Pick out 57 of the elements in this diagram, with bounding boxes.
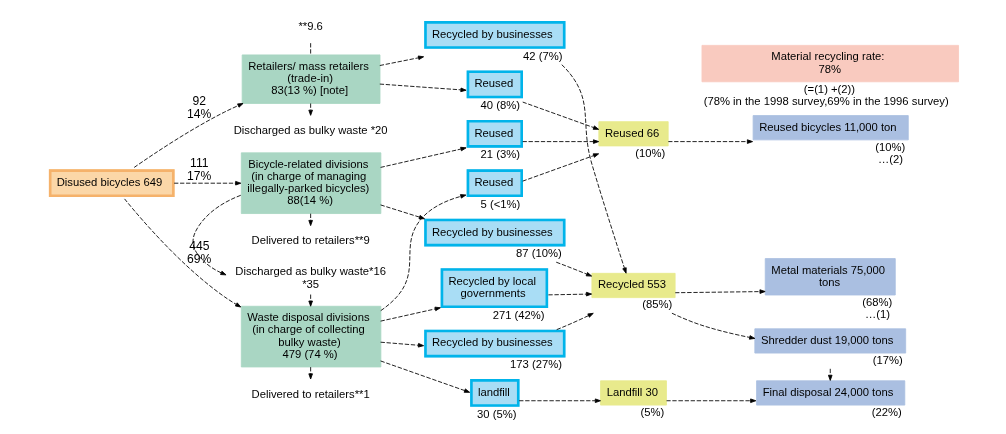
node-text: Delivered to retailers**1 [251, 387, 370, 400]
node-text: **9.6 [297, 20, 323, 33]
connector [309, 42, 311, 56]
node-label: …(2) [877, 152, 903, 165]
arrow [378, 83, 466, 93]
arrow [379, 194, 466, 312]
node-label: 40 (8%) [480, 99, 520, 112]
arrow [521, 139, 599, 144]
arrow [173, 180, 241, 186]
arrow [521, 153, 599, 182]
arrow [378, 55, 424, 66]
edge-label: 111 17% [186, 155, 211, 183]
node-label: 21 (3%) [480, 148, 520, 161]
node-label: (68%) [861, 295, 892, 308]
node-text: Discharged as bulky waste *20 [233, 124, 388, 137]
node-label: (=(1) +(2)) [803, 82, 855, 95]
arrow [133, 103, 243, 168]
node-text: Delivered to retailers**9 [251, 234, 370, 247]
arrow [671, 312, 755, 340]
node-text: Discharged as bulky waste*16 *35 [234, 265, 386, 290]
edge-label: 92 14% [186, 93, 211, 121]
arrow [379, 341, 424, 348]
arrow [555, 312, 594, 331]
node-label: 42 (7%) [522, 49, 562, 62]
node-label: (10%) [634, 146, 665, 159]
arrow [560, 64, 627, 274]
arrow [379, 204, 425, 220]
arrow [518, 398, 601, 403]
node-label: 271 (42%) [492, 308, 545, 321]
arrow [674, 289, 766, 294]
arrow [307, 213, 313, 227]
node-label: …(1) [864, 307, 890, 320]
arrow [665, 398, 756, 403]
arrow [307, 103, 313, 116]
arrow [667, 139, 753, 144]
arrow [307, 366, 313, 380]
arrow [379, 306, 441, 322]
edge-label: 445 69% [186, 239, 211, 267]
node-label: (85%) [641, 298, 672, 311]
node-label: 5 (<1%) [480, 197, 520, 210]
arrow [379, 146, 466, 168]
arrow [307, 294, 313, 307]
node-label: 30 (5%) [476, 407, 516, 420]
arrow [521, 101, 599, 130]
arrow [827, 368, 832, 381]
node-label: (17%) [872, 353, 903, 366]
node-label: (78% in the 1998 survey,69% in the 1996 survey) [703, 94, 949, 107]
node-label: (22%) [871, 405, 902, 418]
node-label: 173 (27%) [509, 358, 562, 371]
arrow [379, 360, 470, 393]
arrow [547, 291, 592, 297]
node-label: (5%) [639, 405, 664, 418]
arrow [555, 261, 592, 277]
arrow [123, 198, 241, 308]
arrow [192, 194, 241, 276]
node-label: 87 (10%) [515, 247, 562, 260]
node-label: (10%) [874, 140, 905, 153]
